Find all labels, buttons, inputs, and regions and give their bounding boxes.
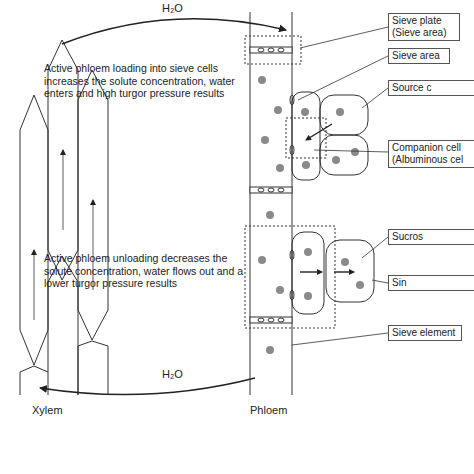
detail-frame xyxy=(286,118,326,158)
leader-line xyxy=(300,27,388,48)
callout-text: Source c xyxy=(392,82,474,94)
callout-box: Source c xyxy=(388,80,474,96)
sink-cell xyxy=(326,240,374,302)
sieve-tube xyxy=(250,317,292,323)
transport-arrow xyxy=(306,124,332,140)
callout-text: Sieve element xyxy=(392,327,458,339)
callout-box: Sieve area xyxy=(388,48,450,64)
callout-text: Sucros xyxy=(392,231,474,243)
sieve-tube xyxy=(250,187,292,193)
sieve-tube xyxy=(258,318,264,322)
detail-frame xyxy=(245,226,335,328)
callout-box: Sieve element xyxy=(388,325,462,341)
sieve-tube xyxy=(258,48,264,52)
sucrose-dot xyxy=(266,211,274,219)
sieve-tube xyxy=(268,48,274,52)
transport-arrow xyxy=(334,271,354,272)
sucrose-dot xyxy=(276,286,284,294)
callout-text: Companion cell (Albuminous cel xyxy=(392,142,474,166)
callout-text: Sieve plate (Sieve area) xyxy=(392,15,456,39)
text-label: Active phloem unloading decreases the so… xyxy=(44,252,256,290)
text-label: Active phloem loading into sieve cells i… xyxy=(44,62,256,100)
leader-line xyxy=(292,333,388,345)
sieve-tube xyxy=(250,47,292,53)
detail-frame xyxy=(245,36,335,328)
source-cell xyxy=(320,135,368,175)
water-transfer-arrow xyxy=(62,19,286,44)
sieve-tube xyxy=(278,48,284,52)
sucrose-dot xyxy=(351,148,359,156)
sucrose-dot xyxy=(304,248,312,256)
water-transfer-arrow xyxy=(40,19,286,395)
leader-line xyxy=(372,280,388,283)
sucrose-dot xyxy=(258,76,364,354)
text-label: H₂O xyxy=(162,2,202,15)
callout-box: Sin xyxy=(388,275,474,291)
sieve-tube xyxy=(250,12,294,395)
xylem-vessels xyxy=(20,366,48,395)
source-cell xyxy=(320,95,368,175)
companion-cell xyxy=(292,92,324,314)
callout-box: Sieve plate (Sieve area) xyxy=(388,13,460,41)
sucrose-dot xyxy=(258,76,266,84)
sink-cell xyxy=(326,240,374,302)
sieve-tube xyxy=(258,188,264,192)
callout-text: Sin xyxy=(392,277,474,289)
transport-arrow xyxy=(300,271,322,272)
source-cell xyxy=(320,95,368,135)
xylem-vessels xyxy=(48,256,78,395)
sucrose-dot xyxy=(356,281,364,289)
sucrose-dot xyxy=(276,164,284,172)
leader-line xyxy=(298,56,388,100)
water-flow-arrow xyxy=(34,150,93,320)
sucrose-dot xyxy=(301,108,309,116)
callout-box: Companion cell (Albuminous cel xyxy=(388,140,474,168)
water-flow-arrow xyxy=(34,250,35,320)
sieve-tube xyxy=(268,318,274,322)
sucrose-dot xyxy=(336,108,344,116)
text-label: Phloem xyxy=(250,404,310,417)
detail-frame xyxy=(245,36,301,64)
sucrose-dot xyxy=(261,136,269,144)
companion-cell xyxy=(292,232,324,314)
callout-text: Sieve area xyxy=(392,50,446,62)
leader-line xyxy=(292,27,388,345)
text-label: H₂O xyxy=(162,368,202,381)
leader-line xyxy=(362,237,388,258)
water-transfer-arrow xyxy=(40,378,255,395)
sucrose-dot xyxy=(266,346,274,354)
callout-box: Sucros xyxy=(388,229,474,245)
sucrose-dot xyxy=(302,161,310,169)
text-label: Xylem xyxy=(32,404,82,417)
transport-arrow xyxy=(300,124,354,272)
sieve-tube xyxy=(278,318,284,322)
sieve-tube xyxy=(250,12,251,395)
sucrose-dot xyxy=(258,256,266,264)
leader-line xyxy=(362,88,388,108)
sucrose-dot xyxy=(274,106,282,114)
xylem-vessels xyxy=(20,95,48,365)
water-flow-arrow xyxy=(63,150,64,230)
sucrose-dot xyxy=(332,156,340,164)
sieve-tube xyxy=(278,188,284,192)
sieve-tube xyxy=(268,188,274,192)
leader-line xyxy=(314,150,388,152)
sieve-tube xyxy=(292,12,293,395)
sucrose-dot xyxy=(304,292,312,300)
xylem-vessels xyxy=(78,341,108,395)
sucrose-dot xyxy=(341,258,349,266)
companion-cell xyxy=(292,92,320,180)
xylem-vessels xyxy=(78,70,108,340)
